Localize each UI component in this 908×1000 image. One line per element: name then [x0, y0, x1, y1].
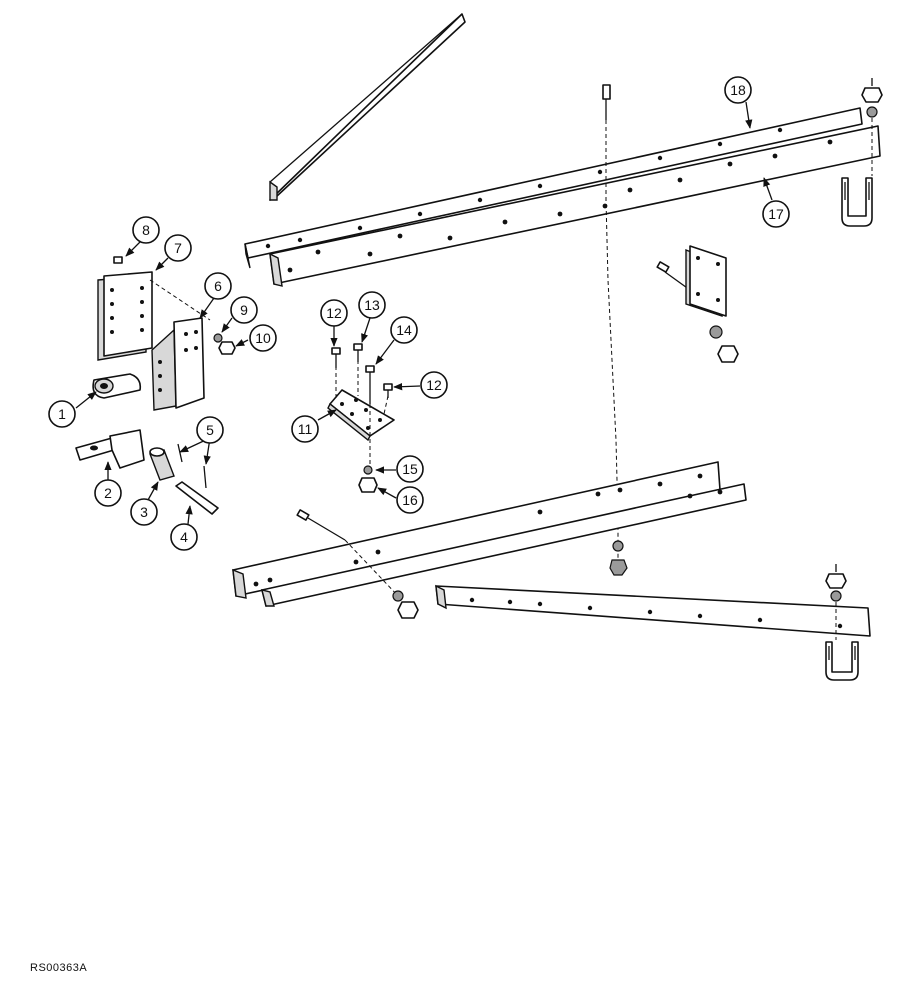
bolt-12-right: [383, 383, 393, 398]
callout-label: 12: [326, 305, 342, 321]
callout-label: 4: [180, 529, 188, 545]
clamp-plate-assembly: [656, 245, 739, 363]
callout-label: 10: [255, 330, 271, 346]
callout-label: 15: [402, 461, 418, 477]
callout-7: 7: [164, 234, 192, 262]
callout-12-left: 12: [320, 299, 348, 327]
callout-3: 3: [130, 498, 158, 526]
upper-ubolt-assembly: [841, 78, 883, 227]
upper-rail-17: [269, 125, 881, 287]
callout-15: 15: [396, 455, 424, 483]
diagonal-angle-brace: [269, 13, 466, 201]
bolt-12-left: [331, 347, 341, 368]
callout-label: 8: [142, 222, 150, 238]
nut-10: [218, 341, 236, 355]
callout-11: 11: [291, 415, 319, 443]
callout-5: 5: [196, 416, 224, 444]
lower-ubolt-assembly: [825, 564, 859, 681]
mounting-plate-6: [151, 317, 205, 411]
callout-14: 14: [390, 316, 418, 344]
callout-label: 5: [206, 422, 214, 438]
clevis-1: [92, 373, 142, 399]
callout-13: 13: [358, 291, 386, 319]
callout-10: 10: [249, 324, 277, 352]
callout-label: 3: [140, 504, 148, 520]
figure-code: RS00363A: [30, 962, 88, 974]
callout-1: 1: [48, 400, 76, 428]
drawbar-2: [75, 429, 145, 469]
callout-label: 11: [298, 421, 313, 437]
callout-label: 12: [426, 377, 442, 393]
washer-15: [363, 465, 373, 475]
callout-9: 9: [230, 296, 258, 324]
callout-label: 17: [768, 206, 784, 222]
callout-label: 9: [240, 302, 248, 318]
bolt-8: [113, 256, 123, 264]
bolt-14: [365, 365, 375, 404]
callout-label: 6: [214, 278, 222, 294]
bracket-plate-11: [327, 360, 395, 464]
washer-9: [213, 333, 223, 343]
bushing-3: [149, 447, 175, 481]
callout-label: 7: [174, 240, 182, 256]
callout-2: 2: [94, 479, 122, 507]
callout-17: 17: [762, 200, 790, 228]
callout-label: 2: [104, 485, 112, 501]
callout-18: 18: [724, 76, 752, 104]
callout-8: 8: [132, 216, 160, 244]
lower-rail: [232, 461, 747, 607]
lower-rail-bolt: [296, 509, 419, 619]
leader-lines: [75, 101, 773, 525]
callout-label: 1: [58, 406, 66, 422]
long-bolt-center: [602, 84, 628, 576]
mounting-plate-7: [97, 271, 211, 361]
callout-label: 13: [364, 297, 380, 313]
nut-16: [358, 477, 378, 493]
callout-label: 18: [730, 82, 746, 98]
callout-4: 4: [170, 523, 198, 551]
callout-12-right: 12: [420, 371, 448, 399]
upper-rail-18: [244, 107, 863, 269]
callout-label: 14: [396, 322, 412, 338]
bolt-13: [353, 343, 363, 362]
callout-16: 16: [396, 486, 424, 514]
callout-6: 6: [204, 272, 232, 300]
pin-4: [175, 481, 219, 515]
cotter-pin-5: [177, 443, 207, 489]
lower-right-brace: [435, 584, 871, 637]
callout-label: 16: [402, 492, 418, 508]
